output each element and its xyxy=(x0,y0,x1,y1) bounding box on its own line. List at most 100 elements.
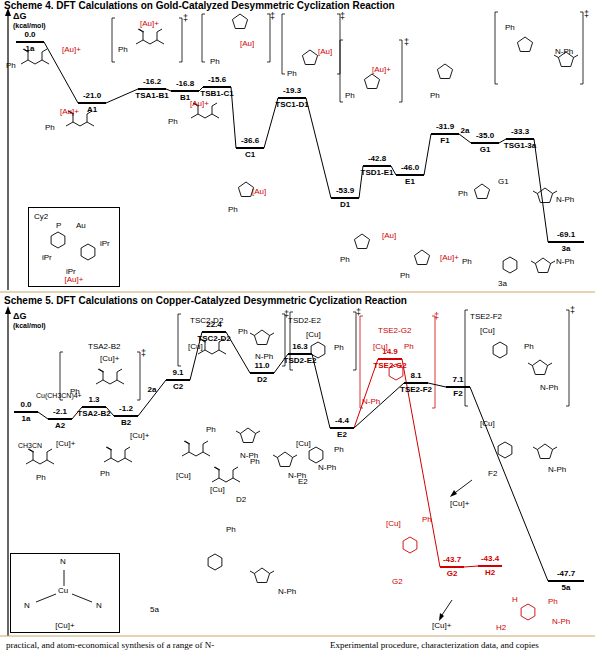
state-name: TSB1-C1 xyxy=(200,90,233,98)
state-name: F1 xyxy=(440,137,449,145)
text-label: (kcal/mol) xyxy=(13,322,46,329)
energy-level: -69.13a xyxy=(548,229,584,255)
text-label: ‡ xyxy=(340,12,345,21)
text-label: [Au]+ xyxy=(62,46,81,54)
energy-level: -43.7G2 xyxy=(440,554,464,580)
state-name: C1 xyxy=(245,151,255,159)
energy-value: -4.4 xyxy=(335,417,349,425)
state-name: F2 xyxy=(453,390,462,398)
level-bar xyxy=(288,353,312,355)
level-bar xyxy=(78,102,106,104)
text-label: Ph xyxy=(404,343,414,351)
energy-value: 11.0 xyxy=(254,362,269,370)
text-label: [Cu] xyxy=(188,343,203,351)
level-bar xyxy=(404,382,428,384)
divider xyxy=(0,636,595,637)
state-name: G2 xyxy=(447,570,458,578)
text-label: 3a xyxy=(498,280,507,288)
text-label: TSE2-F2 xyxy=(470,313,502,321)
level-bar xyxy=(396,174,424,176)
energy-connector xyxy=(138,380,166,416)
energy-level: -19.3TSC1-D1 xyxy=(278,85,306,111)
energy-value: -42.8 xyxy=(368,155,386,163)
energy-connector xyxy=(38,412,48,419)
text-label: Ph xyxy=(210,58,220,66)
text-label: TSC2-D2 xyxy=(190,317,223,325)
axis-line xyxy=(7,14,8,290)
state-name: G1 xyxy=(480,146,491,154)
text-label: [Cu] xyxy=(210,486,225,494)
text-label: Ph xyxy=(250,458,260,466)
ts-bracket xyxy=(360,316,435,408)
text-label: 5a xyxy=(150,606,159,614)
text-label: Cu(CH3CN)4+ xyxy=(36,392,82,399)
energy-connector xyxy=(470,387,548,581)
energy-level: -33.3TSG1-3a xyxy=(506,126,534,152)
text-label: Ph xyxy=(458,190,468,198)
state-name: H2 xyxy=(485,569,495,577)
text-label: N-Ph xyxy=(362,398,380,406)
text-label: [Au]+ xyxy=(190,100,209,108)
level-bar xyxy=(278,97,306,99)
energy-connector xyxy=(424,134,431,175)
text-label: ‡ xyxy=(183,14,188,23)
level-bar xyxy=(236,147,264,149)
energy-connector xyxy=(534,139,548,242)
energy-level: 11.0D2 xyxy=(250,360,274,386)
state-name: TSE2-F2 xyxy=(400,386,432,394)
axis-line xyxy=(7,312,8,636)
text-label: N xyxy=(24,602,30,610)
state-name: B2 xyxy=(121,419,131,427)
energy-value: 0.0 xyxy=(24,31,35,39)
text-label: Ph xyxy=(430,92,440,100)
energy-value: -47.7 xyxy=(557,570,575,578)
energy-level: -36.6C1 xyxy=(236,135,264,161)
state-name: A1 xyxy=(87,106,97,114)
text-label: [Au]+ xyxy=(372,66,391,74)
state-name: TSD2-E2 xyxy=(284,357,317,365)
text-label: N xyxy=(96,602,102,610)
axis-head xyxy=(5,306,11,314)
level-bar xyxy=(440,566,464,568)
energy-level: 16.3TSD2-E2 xyxy=(288,341,312,367)
text-label: Ph xyxy=(548,598,558,606)
text-label: Ph xyxy=(238,328,248,336)
state-name: TSE2-G2 xyxy=(373,362,406,370)
text-label: TSA2-B2 xyxy=(88,343,120,351)
text-label: N xyxy=(60,558,66,566)
level-bar xyxy=(114,415,138,417)
text-label: ‡ xyxy=(404,38,409,47)
energy-level: -4.4E2 xyxy=(330,415,354,441)
energy-value: -2.1 xyxy=(53,408,67,416)
text-label: [Au] xyxy=(318,48,332,56)
energy-level: 0.01a xyxy=(14,399,38,425)
text-label: Ph xyxy=(118,46,128,54)
energy-level: 8.1TSE2-F2 xyxy=(404,370,428,396)
state-name: D2 xyxy=(257,376,267,384)
level-bar xyxy=(202,331,226,333)
text-label: N-Ph xyxy=(556,258,574,266)
energy-value: -21.0 xyxy=(83,92,101,100)
energy-level: -43.4H2 xyxy=(478,553,502,579)
state-name: D1 xyxy=(340,201,350,209)
text-label: [Cu] xyxy=(480,420,495,428)
text-label: Ph xyxy=(334,446,344,454)
level-bar xyxy=(506,138,534,140)
text-label: Ph xyxy=(524,343,534,351)
level-bar xyxy=(82,406,106,408)
energy-level: -16.2TSA1-B1 xyxy=(138,76,166,102)
energy-level: -35.0G1 xyxy=(471,130,499,156)
scheme-title: Scheme 4. DFT Calculations on Gold-Catal… xyxy=(4,1,395,11)
text-label: [Cu] xyxy=(296,440,311,448)
text-label: [Au]+ xyxy=(440,254,459,262)
text-label: Ph xyxy=(168,118,178,126)
energy-value: -33.3 xyxy=(511,128,529,136)
text-label: N-Ph xyxy=(540,384,558,392)
energy-value: -35.0 xyxy=(476,132,494,140)
text-label: Experimental procedure, characterization… xyxy=(330,641,539,650)
energy-value: -43.4 xyxy=(481,555,499,563)
state-name: 1a xyxy=(26,45,35,53)
text-label: [Cu] xyxy=(480,327,495,335)
energy-connector xyxy=(312,354,330,428)
text-label: ‡ xyxy=(584,10,589,19)
